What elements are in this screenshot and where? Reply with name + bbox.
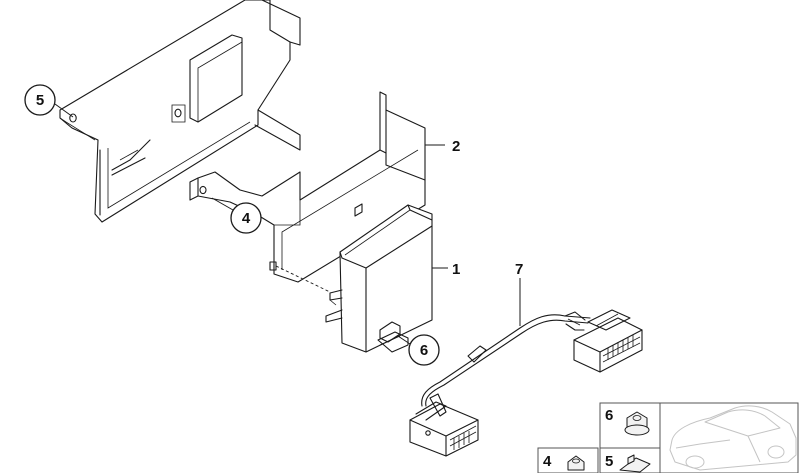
legend-cell-4 [537, 447, 599, 473]
clip-nut-icon [619, 454, 651, 473]
svg-text:4: 4 [242, 210, 251, 227]
flange-nut-icon [567, 455, 585, 471]
parts-legend-table: 6 4 5 [537, 402, 799, 473]
control-unit-part-1[interactable] [325, 204, 433, 353]
callout-2: 2 [452, 138, 460, 155]
callout-7: 7 [515, 261, 523, 278]
callout-1: 1 [452, 261, 460, 278]
wiring-harness-part-7[interactable] [409, 309, 643, 457]
svg-text:5: 5 [36, 92, 44, 109]
svg-text:1: 1 [452, 261, 460, 278]
legend-label-6: 6 [605, 407, 613, 424]
legend-label-4: 4 [543, 453, 552, 470]
nut-part-6[interactable] [379, 321, 401, 343]
callout-6: 6 [408, 334, 440, 366]
svg-text:7: 7 [515, 261, 523, 278]
legend-label-5: 5 [605, 453, 613, 470]
nut-icon [624, 411, 650, 436]
mounting-bracket-part-5[interactable] [59, 0, 301, 223]
svg-text:2: 2 [452, 138, 460, 155]
callout-5: 5 [24, 84, 56, 116]
svg-text:6: 6 [420, 342, 428, 359]
leader-lines [54, 103, 521, 345]
callout-4: 4 [230, 202, 262, 234]
legend-car-cell [659, 402, 799, 473]
car-silhouette-icon [669, 405, 797, 471]
